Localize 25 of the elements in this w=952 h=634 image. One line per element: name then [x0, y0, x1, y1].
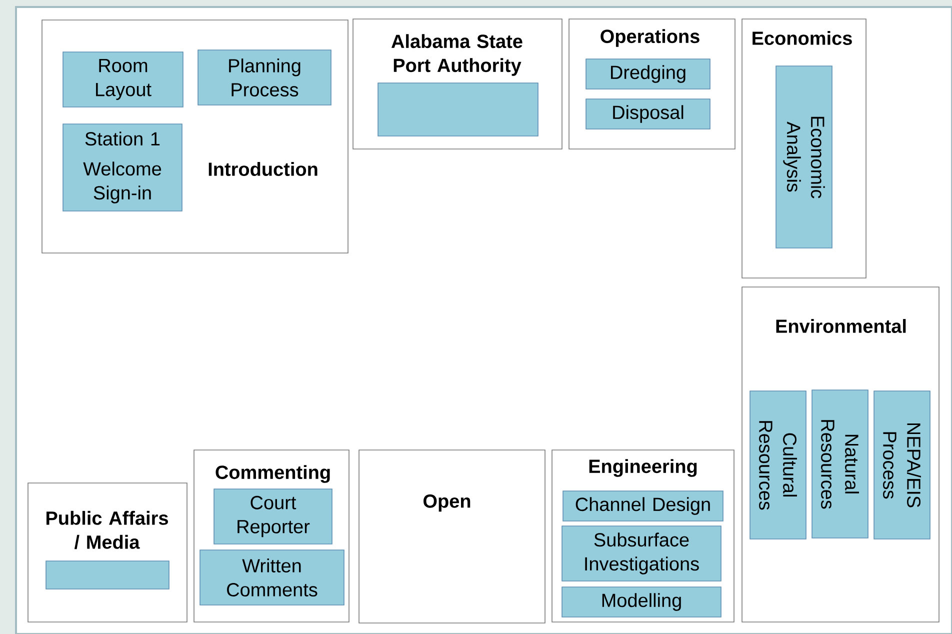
station-box: Disposal	[586, 98, 710, 130]
station-box: Room Layout	[62, 52, 184, 108]
station-box: Channel Design	[562, 490, 724, 522]
station-box: NEPA/EIS Process	[874, 390, 930, 540]
zone-heading: Open	[424, 494, 470, 512]
station-box: Economic Analysis	[776, 66, 832, 248]
zone-heading: Engineering	[589, 459, 697, 477]
station-box: Natural Resources	[812, 390, 868, 538]
zone-heading: Public Affairs / Media	[46, 510, 168, 550]
station-box: Dredging	[586, 58, 710, 90]
empty-box	[46, 560, 170, 590]
zone-heading: Alabama State Port Authority	[391, 34, 522, 76]
station-box: Modelling	[562, 586, 722, 618]
station-box: Station 1 Welcome Sign-in	[62, 124, 182, 212]
station-box: Written Comments	[200, 550, 344, 606]
zone-heading: Operations	[600, 29, 700, 47]
station-box: Subsurface Investigations	[562, 526, 722, 582]
zone-heading: Environmental	[776, 319, 906, 333]
station-box: Cultural Resources	[750, 390, 806, 540]
zone-heading: Economics	[752, 31, 852, 45]
zone-heading: Introduction	[208, 162, 318, 176]
empty-box	[378, 82, 538, 136]
station-box: Court Reporter	[214, 488, 332, 544]
station-box: Planning Process	[198, 50, 332, 106]
zone-heading: Commenting	[216, 465, 330, 483]
